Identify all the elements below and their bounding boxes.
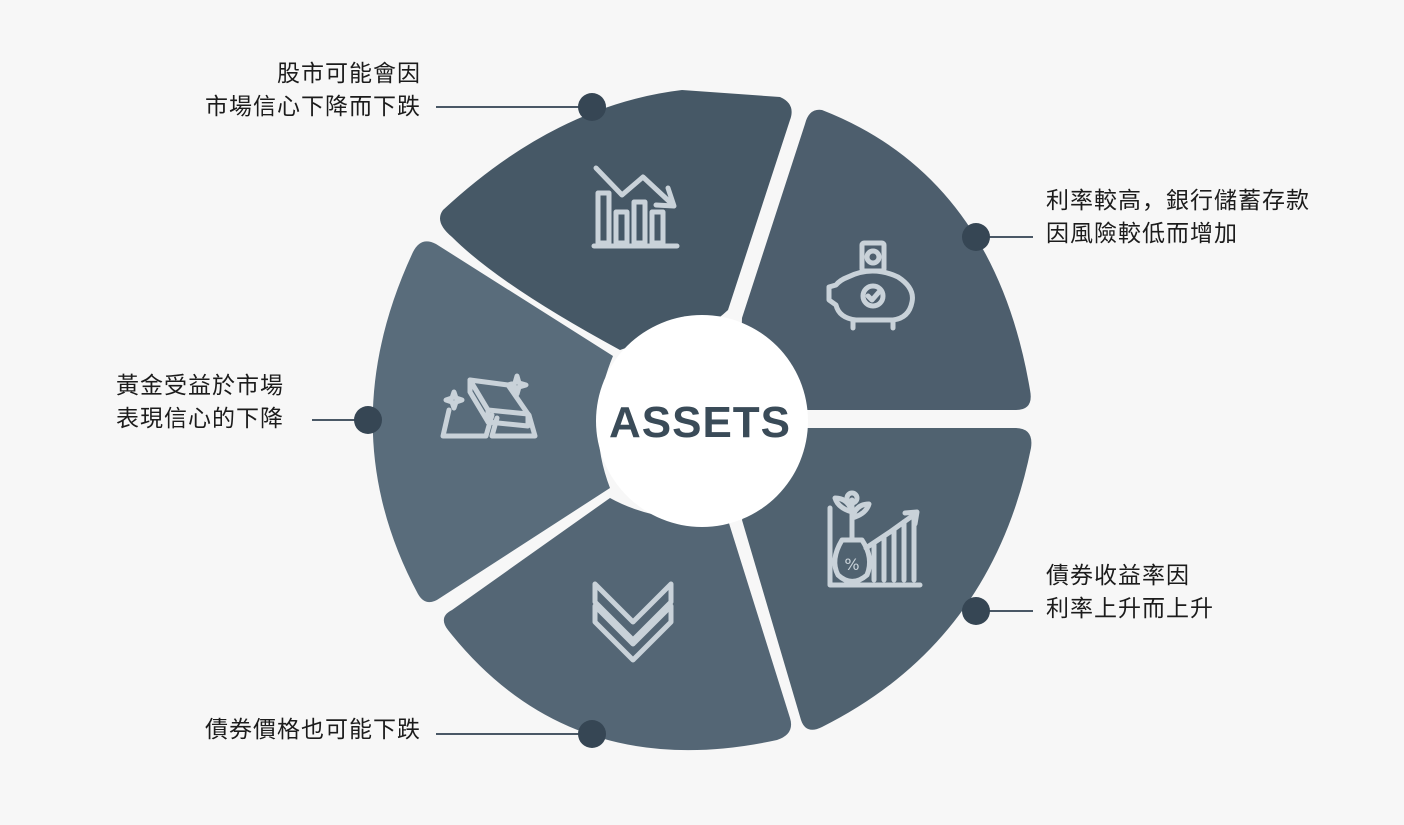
label-savings-line-2: 因風險較低而增加 [1046,221,1238,247]
double-chevron-down-icon [592,581,674,663]
label-bond-price: 債券價格也可能下跌 [205,714,421,747]
label-stocks-line-2: 市場信心下降而下跌 [205,94,421,120]
connector-dot-savings [962,223,990,251]
label-gold: 黃金受益於市場 表現信心的下降 [116,370,284,436]
label-gold-line-2: 表現信心的下降 [116,406,284,432]
gold-bars-icon [440,373,538,439]
piggy-bank-icon [826,240,915,331]
label-bond-yield-line-1: 債券收益率因 [1046,563,1190,589]
label-stocks-line-1: 股市可能會因 [277,61,421,87]
label-savings-line-1: 利率較高，銀行儲蓄存款 [1046,188,1310,214]
falling-bar-chart-icon [591,165,680,249]
label-savings: 利率較高，銀行儲蓄存款 因風險較低而增加 [1046,185,1310,251]
segment-bond-yield [742,428,1032,730]
label-stocks: 股市可能會因 市場信心下降而下跌 [205,58,421,124]
connector-dot-bond-price [578,720,606,748]
connector-dot-stocks [578,93,606,121]
connector-dot-bond-yield [962,597,990,625]
svg-text:%: % [844,555,859,574]
label-bond-yield: 債券收益率因 利率上升而上升 [1046,560,1214,626]
label-gold-line-1: 黃金受益於市場 [116,373,284,399]
label-bond-yield-line-2: 利率上升而上升 [1046,596,1214,622]
growth-chart-plant-icon: % [827,490,923,588]
connector-dot-gold [354,406,382,434]
center-circle [596,315,808,527]
label-bond-price-line-1: 債券價格也可能下跌 [205,717,421,743]
center-title: ASSETS [609,398,791,447]
